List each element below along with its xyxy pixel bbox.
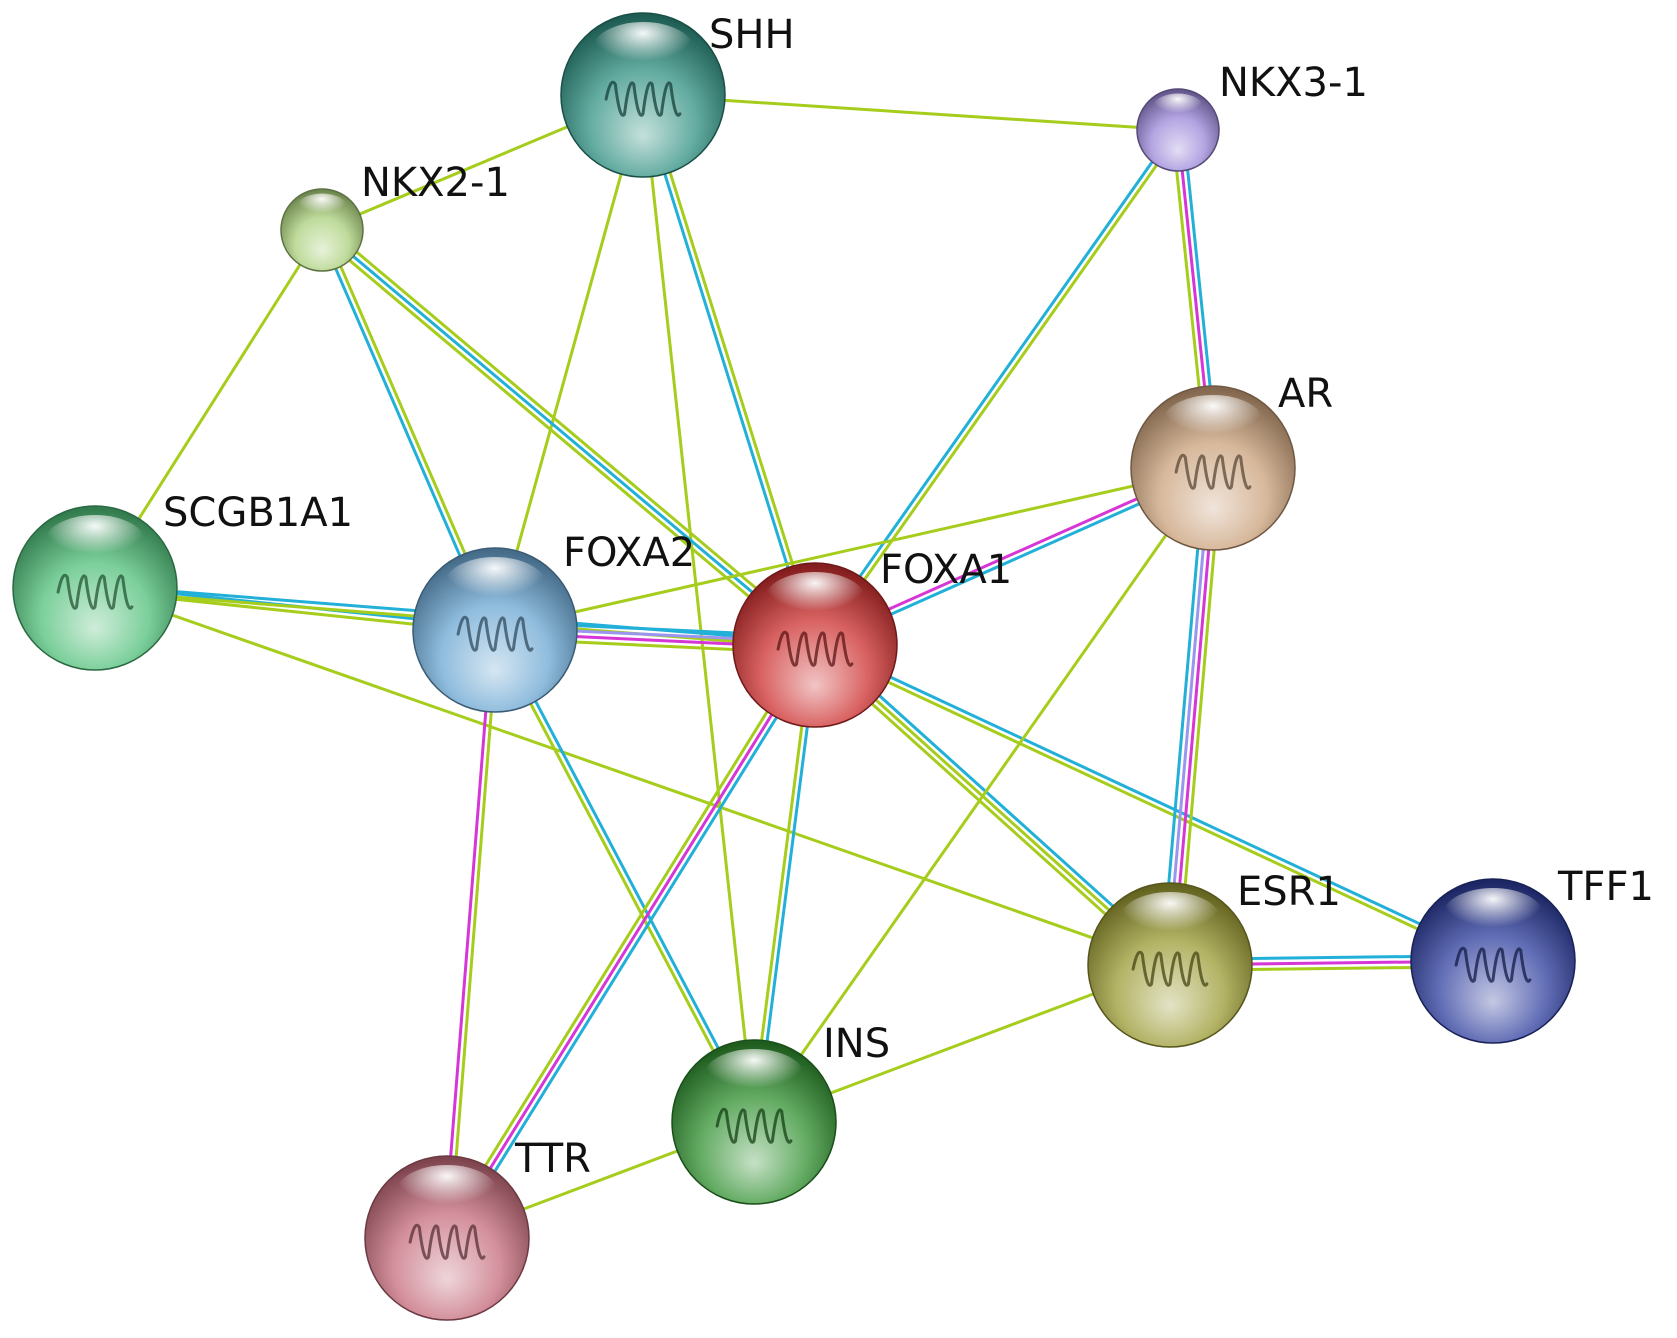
- edge-line-textmining: [812, 645, 1494, 965]
- protein-structure-icon: [56, 573, 134, 610]
- protein-structure-icon: [776, 630, 854, 667]
- node-nkx3-1[interactable]: NKX3-1: [1136, 60, 1368, 172]
- node-label-ins: INS: [823, 1021, 890, 1067]
- edge-line-curated: [1160, 465, 1207, 966]
- edge-nkx2-1-foxa1: [316, 224, 821, 651]
- node-label-tff1: TFF1: [1557, 864, 1654, 910]
- sphere-highlight: [396, 1165, 498, 1221]
- edge-shh-nkx3-1: [641, 93, 1180, 132]
- sphere-highlight: [1119, 892, 1221, 948]
- protein-structure-icon: [604, 80, 682, 117]
- edge-line-curated: [814, 641, 1496, 961]
- edge-line-textmining: [493, 466, 1215, 632]
- edge-foxa2-ar: [493, 466, 1215, 632]
- node-label-nkx3-1: NKX3-1: [1219, 60, 1368, 106]
- edge-line-curated: [450, 646, 822, 1243]
- sphere-highlight: [592, 22, 694, 78]
- node-label-foxa2: FOXA2: [563, 530, 695, 576]
- sphere-highlight: [1442, 888, 1544, 944]
- edge-line-textmining: [1176, 467, 1223, 968]
- node-label-ttr: TTR: [514, 1136, 591, 1182]
- edge-line-textmining: [93, 586, 1172, 967]
- node-label-esr1: ESR1: [1237, 869, 1341, 915]
- edge-ar-esr1: [1160, 465, 1223, 968]
- edge-foxa2-ins: [491, 627, 758, 1125]
- edge-line-textmining: [641, 93, 756, 1124]
- node-label-nkx2-1: NKX2-1: [361, 160, 510, 206]
- sphere-highlight: [296, 193, 348, 222]
- node-ttr[interactable]: TTR: [364, 1136, 591, 1321]
- node-shh[interactable]: SHH: [560, 12, 795, 178]
- edge-foxa1-tff1: [812, 641, 1496, 965]
- edge-line-textmining: [493, 93, 645, 632]
- node-label-foxa1: FOXA1: [880, 547, 1012, 593]
- sphere-highlight: [764, 572, 866, 628]
- sphere-highlight: [44, 515, 146, 571]
- edge-line-textmining: [752, 466, 1215, 1124]
- edge-scgb1a1-esr1: [93, 586, 1172, 967]
- edge-line-experimental: [445, 643, 817, 1240]
- node-tff1[interactable]: TFF1: [1410, 864, 1654, 1044]
- edge-foxa1-ttr: [440, 640, 822, 1243]
- node-scgb1a1[interactable]: SCGB1A1: [12, 490, 353, 671]
- edge-shh-foxa1: [638, 92, 820, 648]
- edge-line-textmining: [316, 232, 813, 651]
- edge-line-coexpression: [1165, 466, 1212, 967]
- protein-structure-icon: [456, 615, 534, 652]
- node-ar[interactable]: AR: [1130, 371, 1333, 551]
- sphere-highlight: [703, 1049, 805, 1105]
- edge-line-experimental: [442, 628, 494, 1240]
- edge-line-textmining: [440, 640, 812, 1237]
- node-foxa1[interactable]: FOXA1: [732, 547, 1012, 728]
- node-nkx2-1[interactable]: NKX2-1: [280, 160, 510, 272]
- edge-line-textmining: [491, 629, 754, 1125]
- edge-shh-foxa2: [493, 93, 645, 632]
- protein-structure-icon: [1174, 453, 1252, 490]
- node-esr1[interactable]: ESR1: [1087, 869, 1341, 1048]
- edge-line-curated: [811, 126, 1178, 645]
- node-label-shh: SHH: [709, 12, 795, 58]
- edge-line-textmining: [641, 93, 1180, 132]
- protein-structure-icon: [408, 1223, 486, 1260]
- edge-line-textmining: [324, 224, 821, 643]
- protein-structure-icon: [1454, 946, 1532, 983]
- node-label-ar: AR: [1278, 371, 1333, 417]
- edge-line-textmining: [815, 130, 1182, 649]
- node-foxa2[interactable]: FOXA2: [412, 530, 695, 713]
- sphere-highlight: [1162, 395, 1264, 451]
- sphere-highlight: [1152, 93, 1204, 122]
- edge-line-curated: [495, 627, 758, 1123]
- protein-structure-icon: [1131, 950, 1209, 987]
- edge-line-curated: [638, 94, 814, 648]
- edge-ar-ins: [752, 466, 1215, 1124]
- edge-nkx3-1-foxa1: [811, 126, 1182, 649]
- node-ins[interactable]: INS: [671, 1021, 890, 1205]
- sphere-highlight: [444, 557, 546, 613]
- edge-line-curated: [320, 228, 817, 647]
- edge-line-textmining: [448, 628, 500, 1240]
- node-label-scgb1a1: SCGB1A1: [163, 490, 353, 536]
- protein-structure-icon: [715, 1107, 793, 1144]
- edge-line-textmining: [644, 92, 820, 646]
- edge-line-experimental: [1171, 466, 1218, 967]
- edge-shh-ins: [641, 93, 756, 1124]
- edge-foxa2-ttr: [442, 628, 500, 1240]
